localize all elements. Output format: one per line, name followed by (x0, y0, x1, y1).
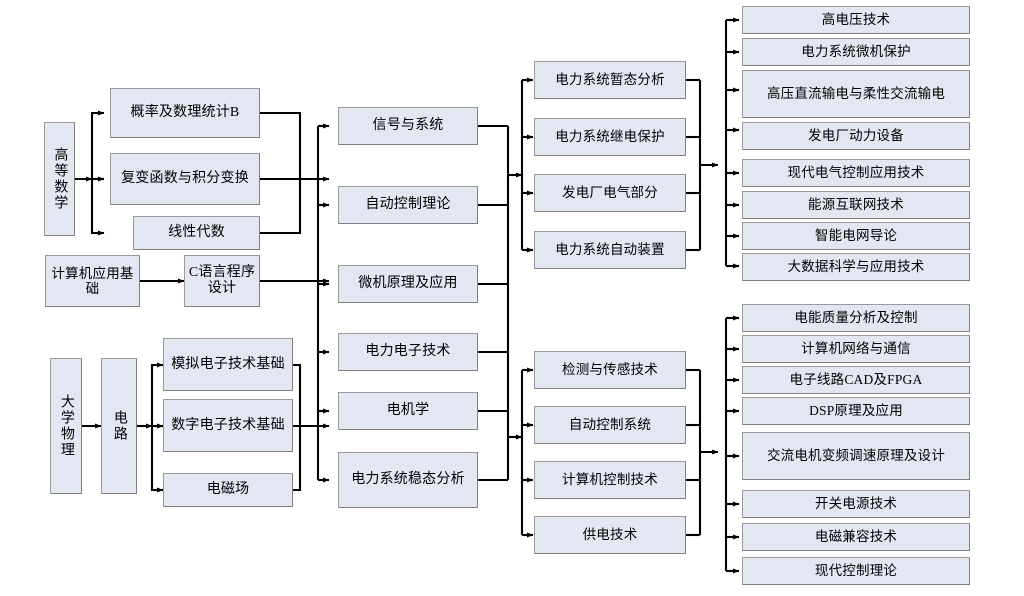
node-xiandaidianqi[interactable]: 现代电气控制应用技术 (742, 159, 970, 187)
node-daxuewuli[interactable]: 大学物理 (50, 358, 82, 494)
node-diannengzhiliang[interactable]: 电能质量分析及控制 (742, 304, 970, 332)
node-weijibaohu[interactable]: 电力系统微机保护 (742, 38, 970, 66)
node-dashuju[interactable]: 大数据科学与应用技术 (742, 253, 970, 281)
node-dsp[interactable]: DSP原理及应用 (742, 397, 970, 425)
node-diancichang[interactable]: 电磁场 (163, 473, 293, 507)
node-gaoyazhiliu[interactable]: 高压直流输电与柔性交流输电 (742, 70, 970, 118)
node-cyuyan[interactable]: C语言程序设计 (184, 255, 260, 307)
node-diancijianrong[interactable]: 电磁兼容技术 (742, 523, 970, 551)
node-gaodianya[interactable]: 高电压技术 (742, 6, 970, 34)
node-gaodengshuxue[interactable]: 高等数学 (44, 122, 75, 236)
node-jisuanjikongzhi[interactable]: 计算机控制技术 (534, 461, 686, 499)
node-weiji[interactable]: 微机原理及应用 (338, 265, 478, 303)
node-gongdian[interactable]: 供电技术 (534, 516, 686, 554)
node-zidongkongzhililun[interactable]: 自动控制理论 (338, 186, 478, 224)
node-jisuanjiyingyong[interactable]: 计算机应用基础 (45, 255, 140, 307)
node-wentai[interactable]: 电力系统稳态分析 (338, 452, 478, 508)
node-gailv[interactable]: 概率及数理统计B (110, 88, 260, 138)
node-fadianchang[interactable]: 发电厂电气部分 (534, 174, 686, 212)
node-donglishebei[interactable]: 发电厂动力设备 (742, 122, 970, 150)
node-nengyuanhulianwang[interactable]: 能源互联网技术 (742, 191, 970, 219)
node-bianpin[interactable]: 交流电机变频调速原理及设计 (742, 432, 970, 480)
node-shuzi[interactable]: 数字电子技术基础 (163, 399, 293, 452)
node-dianjixue[interactable]: 电机学 (338, 392, 478, 430)
node-dianlidianzi[interactable]: 电力电子技术 (338, 333, 478, 371)
node-jiance[interactable]: 检测与传感技术 (534, 351, 686, 389)
node-kaiguandianyuan[interactable]: 开关电源技术 (742, 490, 970, 518)
node-xiandaikongzhi[interactable]: 现代控制理论 (742, 557, 970, 585)
node-zhantai[interactable]: 电力系统暂态分析 (534, 61, 686, 99)
node-cadfpga[interactable]: 电子线路CAD及FPGA (742, 366, 970, 394)
node-dianlu[interactable]: 电路 (101, 358, 137, 494)
node-wangluotongxin[interactable]: 计算机网络与通信 (742, 335, 970, 363)
node-jidianbaohu[interactable]: 电力系统继电保护 (534, 118, 686, 156)
node-zidongkongzhixitong[interactable]: 自动控制系统 (534, 406, 686, 444)
node-moni[interactable]: 模拟电子技术基础 (163, 338, 293, 391)
node-zhinengdianwang[interactable]: 智能电网导论 (742, 222, 970, 250)
node-xinhao[interactable]: 信号与系统 (338, 107, 478, 145)
node-fubian[interactable]: 复变函数与积分变换 (110, 153, 260, 205)
node-zidongzhuangzhi[interactable]: 电力系统自动装置 (534, 231, 686, 269)
node-xianxingdaishu[interactable]: 线性代数 (133, 216, 260, 250)
